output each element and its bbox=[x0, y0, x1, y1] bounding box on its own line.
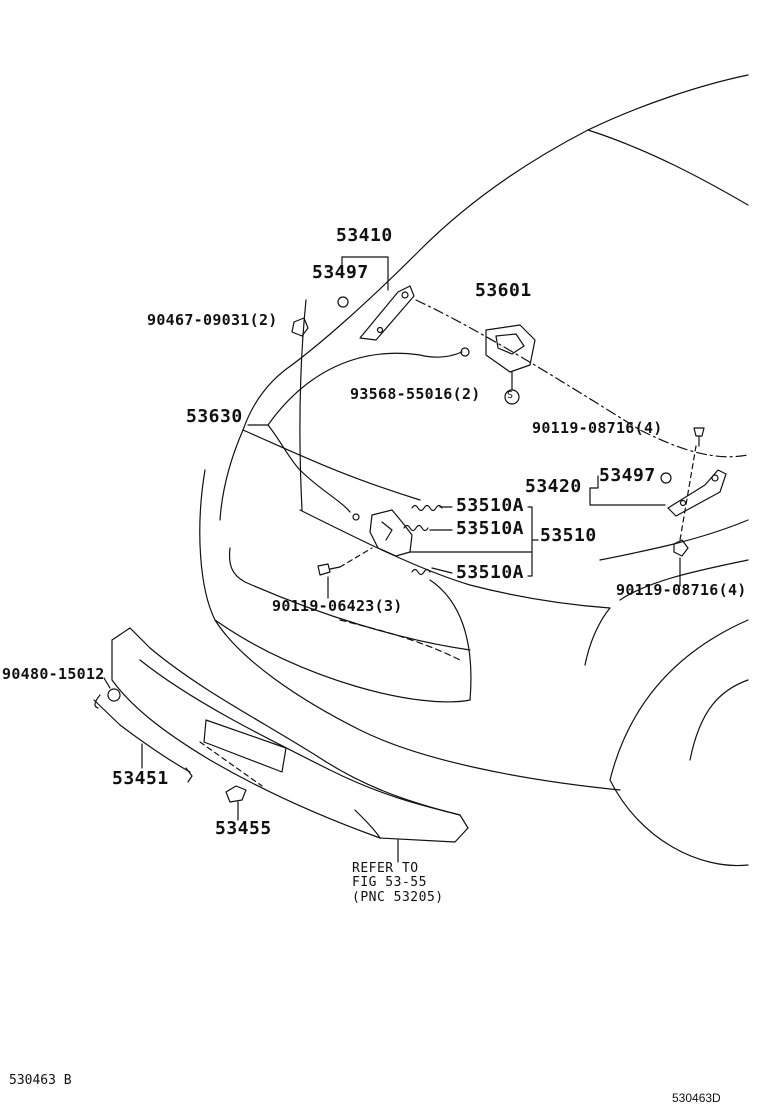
part-label-53510A-2: 53510A bbox=[456, 518, 525, 539]
dashed-grille bbox=[339, 619, 461, 661]
windshield-lower bbox=[587, 129, 749, 206]
bumper-body bbox=[199, 469, 471, 703]
part-label-53630: 53630 bbox=[186, 406, 243, 427]
dashed-lock-bolt bbox=[339, 547, 373, 568]
cable-53630 bbox=[267, 424, 351, 513]
leader-90480 bbox=[103, 677, 111, 689]
part-label-90119-08716-top: 90119-08716(4) bbox=[532, 419, 663, 437]
part-label-93568: 93568-55016(2) bbox=[350, 385, 481, 403]
side-line bbox=[619, 559, 749, 601]
hood-edge bbox=[419, 129, 589, 251]
windshield-outline bbox=[587, 74, 749, 131]
hood-lock bbox=[369, 509, 413, 557]
bolt-90119-bottom bbox=[673, 539, 689, 557]
part-label-53497-right: 53497 bbox=[599, 465, 656, 486]
leader-53510A-3 bbox=[431, 567, 453, 574]
figure-code-right: 530463D bbox=[672, 1091, 721, 1105]
spring-2 bbox=[403, 524, 429, 532]
part-label-53410: 53410 bbox=[336, 225, 393, 246]
spring-1 bbox=[411, 504, 443, 512]
s-marker-label: S bbox=[507, 390, 514, 401]
refer-note-line2: FIG 53-55 bbox=[352, 875, 427, 890]
hood-rear-dashed bbox=[415, 299, 749, 458]
fender-top bbox=[599, 519, 749, 561]
refer-note-line3: (PNC 53205) bbox=[352, 890, 444, 905]
grommet-90480 bbox=[107, 688, 121, 702]
part-label-53510: 53510 bbox=[540, 525, 597, 546]
bracket-53510 bbox=[527, 506, 539, 577]
fender-curve bbox=[429, 579, 472, 701]
s-marker-circle bbox=[504, 389, 520, 405]
bolt-90119-06423 bbox=[317, 563, 341, 576]
dashed-clip bbox=[199, 741, 263, 787]
part-label-53451: 53451 bbox=[112, 768, 169, 789]
part-label-53510A-3: 53510A bbox=[456, 562, 525, 583]
rod-53451 bbox=[93, 699, 191, 773]
wheel-arch-inner bbox=[689, 679, 749, 761]
wheel-arch-lower bbox=[609, 779, 749, 867]
spring-3 bbox=[411, 568, 431, 576]
part-label-90480: 90480-15012 bbox=[2, 665, 105, 683]
refer-note-line1: REFER TO bbox=[352, 861, 419, 876]
dashed-hinge-right bbox=[679, 445, 697, 541]
part-label-53601: 53601 bbox=[475, 280, 532, 301]
cable-end bbox=[460, 347, 470, 357]
cable-53630-upper bbox=[267, 351, 463, 426]
clip-90467 bbox=[291, 317, 309, 337]
grille-opening bbox=[228, 547, 471, 651]
front-panel-line bbox=[299, 509, 611, 609]
part-label-90119-06423: 90119-06423(3) bbox=[272, 597, 403, 615]
leader-53410 bbox=[341, 256, 389, 291]
support-panel bbox=[111, 627, 469, 843]
hood-front-edge bbox=[242, 249, 421, 431]
hinge-right bbox=[667, 469, 727, 517]
part-label-53455: 53455 bbox=[215, 818, 272, 839]
bolt-90119-top bbox=[693, 427, 705, 447]
part-label-90119-08716-bottom: 90119-08716(4) bbox=[616, 581, 747, 599]
wheel-arch bbox=[609, 619, 749, 781]
bumper-top bbox=[219, 429, 421, 521]
cap-53497-right bbox=[660, 472, 672, 484]
bumper-lower bbox=[214, 619, 621, 791]
part-label-53497-top: 53497 bbox=[312, 262, 369, 283]
hood-inner-curve bbox=[299, 299, 307, 511]
hinge-left bbox=[359, 285, 415, 341]
leader-53420 bbox=[589, 475, 666, 506]
support-slot bbox=[203, 719, 287, 773]
cap-53497-top bbox=[337, 296, 349, 308]
clip-53455 bbox=[225, 785, 247, 803]
part-label-90467: 90467-09031(2) bbox=[147, 311, 278, 329]
support-ribs bbox=[354, 809, 381, 839]
fender-line bbox=[584, 607, 611, 666]
part-label-53420: 53420 bbox=[525, 476, 582, 497]
part-label-53510A-1: 53510A bbox=[456, 495, 525, 516]
support-panel-inner bbox=[139, 659, 461, 816]
bracket-53601 bbox=[485, 324, 536, 373]
figure-code-left: 530463 B bbox=[9, 1073, 72, 1088]
